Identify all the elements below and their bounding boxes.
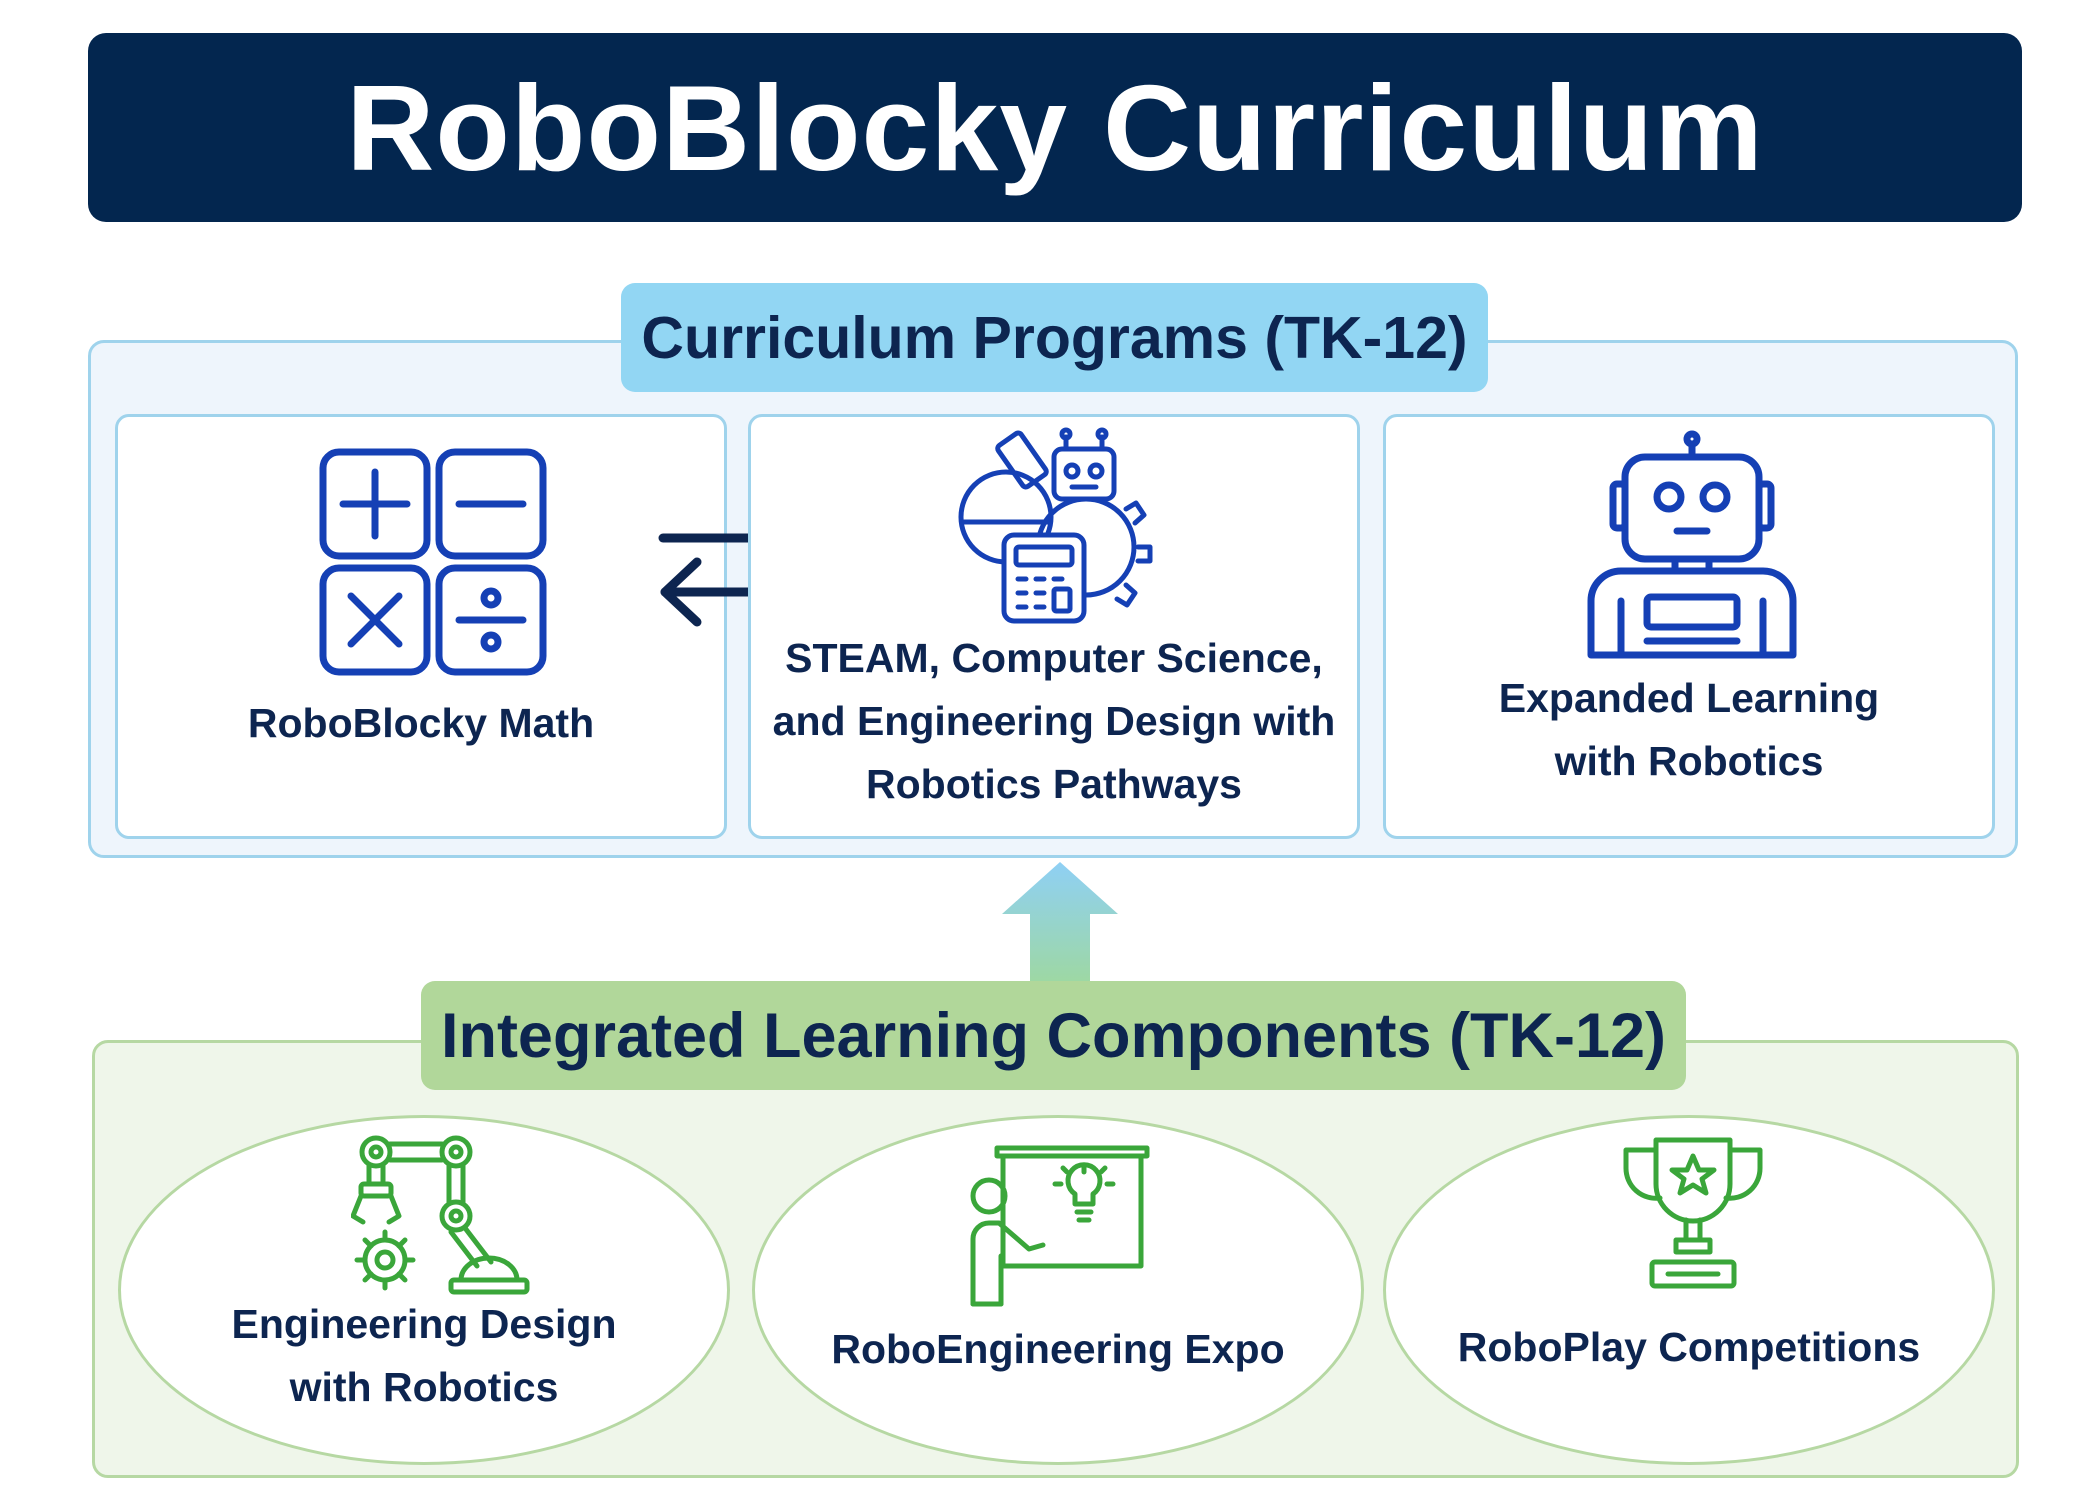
program-card-math: RoboBlocky Math: [115, 414, 727, 839]
robotic-arm-icon: [351, 1135, 530, 1295]
steam-robot-calculator-icon: [958, 427, 1153, 624]
integrated-components-header: Integrated Learning Components (TK-12): [421, 981, 1686, 1090]
component-label-roboplay-competitions: RoboPlay Competitions: [1457, 1324, 1921, 1370]
program-label-math: RoboBlocky Math: [247, 700, 595, 746]
trophy-icon: [1623, 1137, 1763, 1289]
component-engineering-design: Engineering Design with Robotics: [118, 1115, 730, 1465]
component-label-engineering-design: Engineering Design with Robotics: [231, 1301, 617, 1410]
component-roboplay-competitions: RoboPlay Competitions: [1383, 1115, 1995, 1465]
curriculum-programs-header: Curriculum Programs (TK-12): [621, 283, 1488, 392]
curriculum-programs-title: Curriculum Programs (TK-12): [641, 304, 1468, 371]
math-operators-icon: [319, 448, 547, 676]
presentation-lightbulb-icon: [970, 1145, 1150, 1307]
up-arrow-icon: [1002, 862, 1118, 987]
program-label-steam: STEAM, Computer Science, and Engineering…: [772, 635, 1336, 807]
program-card-steam: STEAM, Computer Science, and Engineering…: [748, 414, 1360, 839]
program-card-expanded-learning: Expanded Learning with Robotics: [1383, 414, 1995, 839]
title-banner: RoboBlocky Curriculum: [88, 33, 2022, 222]
page-title: RoboBlocky Curriculum: [346, 59, 1764, 196]
program-label-expanded-learning: Expanded Learning with Robotics: [1498, 675, 1880, 784]
component-roboengineering-expo: RoboEngineering Expo: [752, 1115, 1364, 1465]
integrated-components-title: Integrated Learning Components (TK-12): [440, 1000, 1667, 1071]
component-label-roboengineering-expo: RoboEngineering Expo: [831, 1326, 1285, 1372]
robot-icon: [1587, 430, 1797, 659]
